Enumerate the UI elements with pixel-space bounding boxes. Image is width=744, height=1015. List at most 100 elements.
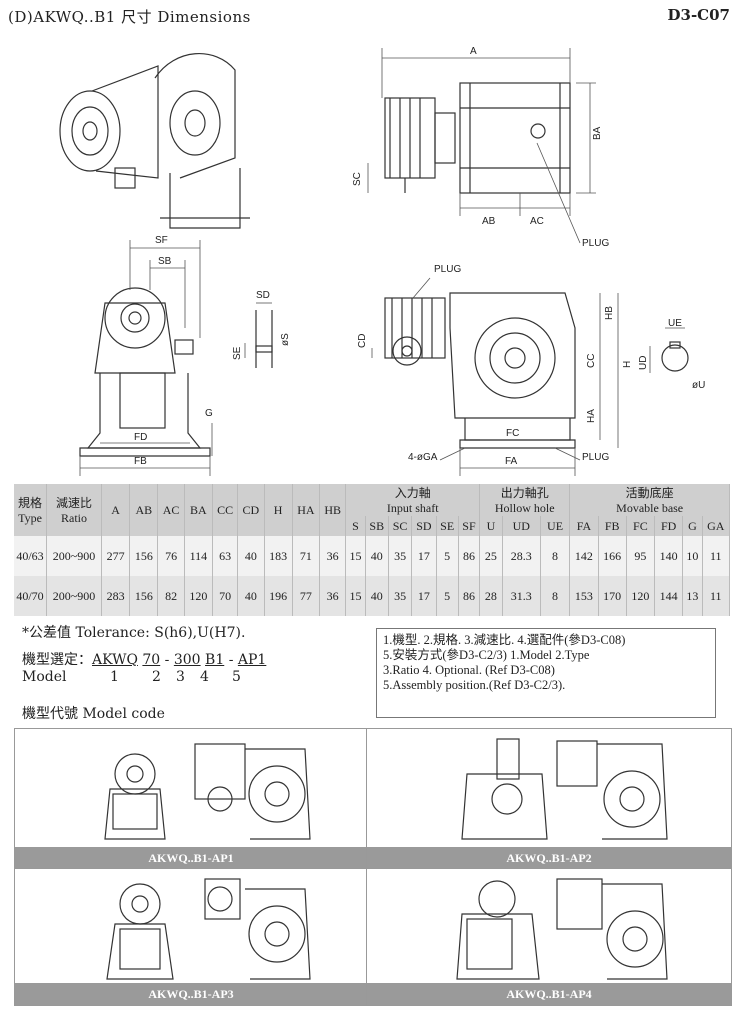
ap2-drawing [461,738,668,840]
index-number: 1 [110,669,119,685]
header-col: G [682,516,703,536]
cell: 77 [292,576,321,616]
side-view-drawing [79,287,273,457]
header-col: SD [411,516,437,536]
code-part: B1 [205,652,225,668]
note-line: 3.Ratio 4. Optional. (Ref D3-C08) [383,663,555,677]
dim-label-s: øS [280,333,291,346]
ap4-drawing [456,878,668,980]
panel-label: AKWQ..B1-AP3 [15,983,367,1005]
dim-label-sf: SF [155,235,168,246]
isometric-product-image [59,52,250,229]
cell: 156 [129,576,159,616]
cell: 35 [388,576,413,616]
header-col: UE [540,516,571,536]
cell-type: 40/63 [14,536,47,576]
table-row: 40/63 200~900 277 156 76 114 63 40 183 7… [14,536,731,576]
dimension-drawings: A BA SC AB AC PLUG SF SB SD SE øS G FD F… [59,46,705,476]
header-col: FB [598,516,627,536]
dim-label-ha: HA [586,409,597,423]
panel-label: AKWQ..B1-AP1 [15,847,367,869]
dim-label-cd: CD [357,334,368,348]
dim-label-fd: FD [134,432,147,443]
top-view-drawing [384,82,571,194]
cell: 63 [212,536,239,576]
page-code: D3-C07 [667,6,730,24]
cell: 10 [682,536,703,576]
cell: 70 [212,576,239,616]
dim-label-hb: HB [604,306,615,320]
note-line: 5.安裝方式(參D3-C2/3) 1.Model 2.Type [383,648,590,662]
dim-label-sc: SC [352,172,363,186]
cell: 13 [682,576,703,616]
dim-label-ga: 4-øGA [408,452,438,463]
code-part: - [228,652,234,668]
cell: 76 [157,536,185,576]
cell: 144 [654,576,684,616]
cell-type: 40/70 [14,576,47,616]
dim-label-ab: AB [482,216,496,227]
cell: 17 [411,576,437,616]
cell: 82 [157,576,185,616]
header-col: S [345,516,366,536]
plug-label-bottom: PLUG [582,452,609,463]
panel-label: AKWQ..B1-AP4 [367,983,731,1005]
cell: 17 [411,536,437,576]
dim-label-g: G [205,408,213,419]
header-col: SB [365,516,389,536]
plug-label-top: PLUG [582,238,609,249]
code-part: - [164,652,170,668]
cell: 35 [388,536,413,576]
selection-label: 機型選定： [22,652,92,668]
cell: 40 [365,576,389,616]
dim-label-fa: FA [505,456,518,467]
cell: 8 [540,536,571,576]
cell: 40 [365,536,389,576]
header-col: SE [436,516,459,536]
header-col: AC [157,484,185,536]
cell: 71 [292,536,321,576]
dim-label-ud: UD [638,356,649,370]
cell: 5 [436,576,459,616]
cell: 5 [436,536,459,576]
cell: 36 [319,536,347,576]
header-col: SC [388,516,413,536]
cell: 170 [598,576,627,616]
dim-label-ac: AC [530,216,544,227]
header-col: HB [319,484,347,536]
index-number: 3 [176,669,185,685]
header-col: H [264,484,293,536]
dim-label-a: A [470,46,477,57]
plug-label-mid: PLUG [434,264,461,275]
header-col: UD [502,516,541,536]
ap1-drawing [104,743,311,840]
note-line: 1.機型. 2.規格. 3.減速比. 4.選配件(參D3-C08) [383,633,626,647]
header-col: HA [292,484,321,536]
cell: 40 [237,536,265,576]
cell: 140 [654,536,684,576]
header-col: FC [626,516,656,536]
cell: 166 [598,536,627,576]
header-col: FA [569,516,599,536]
model-code-title: 機型代號 Model code [22,706,165,722]
cell: 196 [264,576,293,616]
cell: 95 [626,536,656,576]
cell: 28.3 [502,536,541,576]
cell: 11 [702,536,731,576]
cell: 283 [101,576,131,616]
code-part: AKWQ [92,652,138,668]
note-line: 5.Assembly position.(Ref D3-C2/3). [383,678,566,692]
dim-label-ue: UE [668,318,682,329]
dim-label-sd: SD [256,290,270,301]
page-title: (D)AKWQ..B1 尺寸 Dimensions [8,8,251,26]
header-col: A [101,484,131,536]
header-col: CD [237,484,265,536]
cell: 156 [129,536,159,576]
ap3-drawing [106,878,311,980]
dim-label-sb: SB [158,256,172,267]
cell: 277 [101,536,131,576]
